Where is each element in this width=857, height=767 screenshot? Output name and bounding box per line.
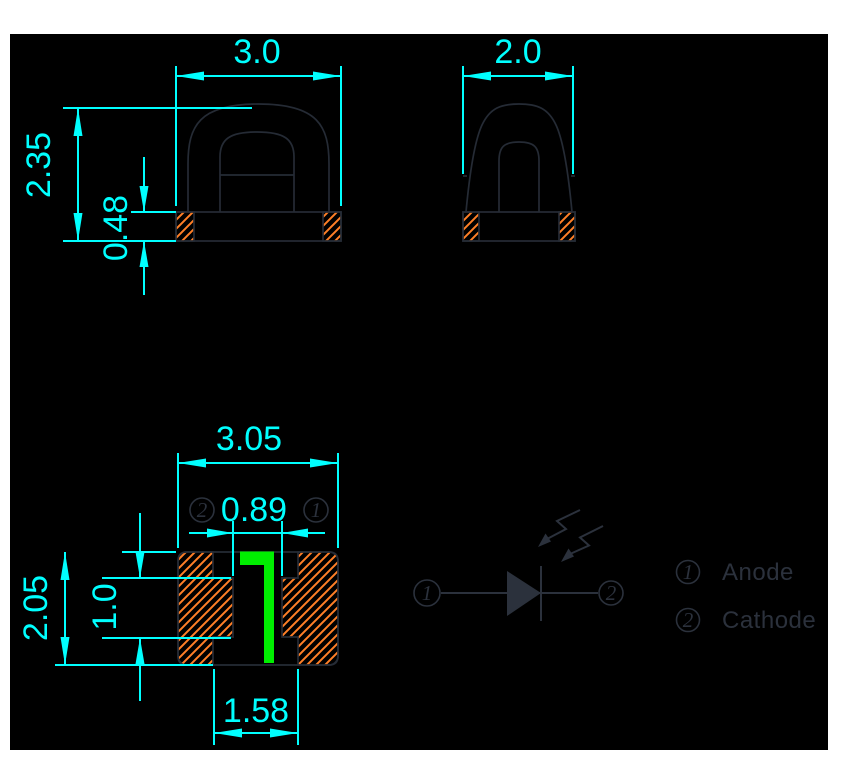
side-lens-outline [498, 141, 540, 212]
footprint-pin2-circle [189, 497, 215, 523]
front-pad-left [175, 211, 195, 242]
legend-anode-label: Anode [722, 559, 794, 586]
dim-footprint-pad-step-value: 1.0 [86, 583, 124, 630]
symbol-pin1-circle [413, 579, 441, 607]
front-pad-right [322, 211, 342, 242]
side-dome-outline [465, 103, 573, 213]
legend-cathode-label: Cathode [722, 607, 816, 634]
legend-pin1-circle [675, 559, 701, 585]
legend-pin2-circle [675, 607, 701, 633]
dim-front-base-height: 0.48 [97, 157, 176, 295]
drawing-canvas [10, 34, 828, 750]
dim-side-width-value: 2.0 [494, 33, 541, 71]
dim-front-height: 2.35 [20, 107, 252, 242]
symbol-pin2-number: 2 [606, 581, 617, 605]
legend-item-anode: 1 Anode [675, 559, 794, 586]
dim-footprint-inner-gap-value: 0.89 [221, 491, 287, 529]
side-pad-right [558, 211, 576, 242]
dim-footprint-width-value: 3.05 [216, 420, 282, 458]
dim-footprint-inner-gap: 0.89 [189, 491, 325, 576]
legend-item-cathode: 2 Cathode [675, 607, 816, 634]
footprint-view: 2 1 3.05 0.89 2.05 1.0 [17, 420, 339, 745]
dim-side-width: 2.0 [462, 33, 574, 174]
legend-pin1-number: 1 [683, 560, 694, 584]
dim-front-width: 3.0 [175, 33, 342, 206]
pin-legend: 1 Anode 2 Cathode [675, 559, 816, 634]
dim-front-width-value: 3.0 [233, 33, 280, 71]
footprint-pin1-number: 1 [311, 498, 322, 522]
symbol-pin1-number: 1 [422, 581, 433, 605]
side-view: 2.0 [462, 33, 576, 242]
dim-footprint-height-value: 2.05 [17, 575, 55, 641]
light-arrows [538, 509, 604, 562]
dim-footprint-width: 3.05 [177, 420, 339, 548]
dim-footprint-height: 2.05 [17, 551, 213, 666]
polarity-mark [240, 551, 274, 663]
dim-front-height-value: 2.35 [20, 132, 58, 198]
side-pad-left [462, 211, 480, 242]
schematic-symbol: 1 2 [413, 509, 624, 621]
legend-pin2-number: 2 [683, 608, 694, 632]
front-lens-outline [219, 131, 295, 212]
dim-footprint-pad-step: 1.0 [86, 513, 231, 701]
dim-footprint-bottom-gap: 1.58 [213, 669, 299, 745]
footprint-pad-right [281, 551, 339, 666]
footprint-pin1-circle [303, 497, 329, 523]
front-dome-outline [187, 103, 330, 212]
diode-triangle [507, 571, 541, 616]
footprint-pin2-number: 2 [197, 498, 208, 522]
dim-front-base-height-value: 0.48 [97, 195, 135, 261]
dim-footprint-bottom-gap-value: 1.58 [223, 692, 289, 730]
symbol-pin2-circle [598, 580, 624, 606]
front-view: 3.0 2.35 0.48 [20, 33, 342, 295]
